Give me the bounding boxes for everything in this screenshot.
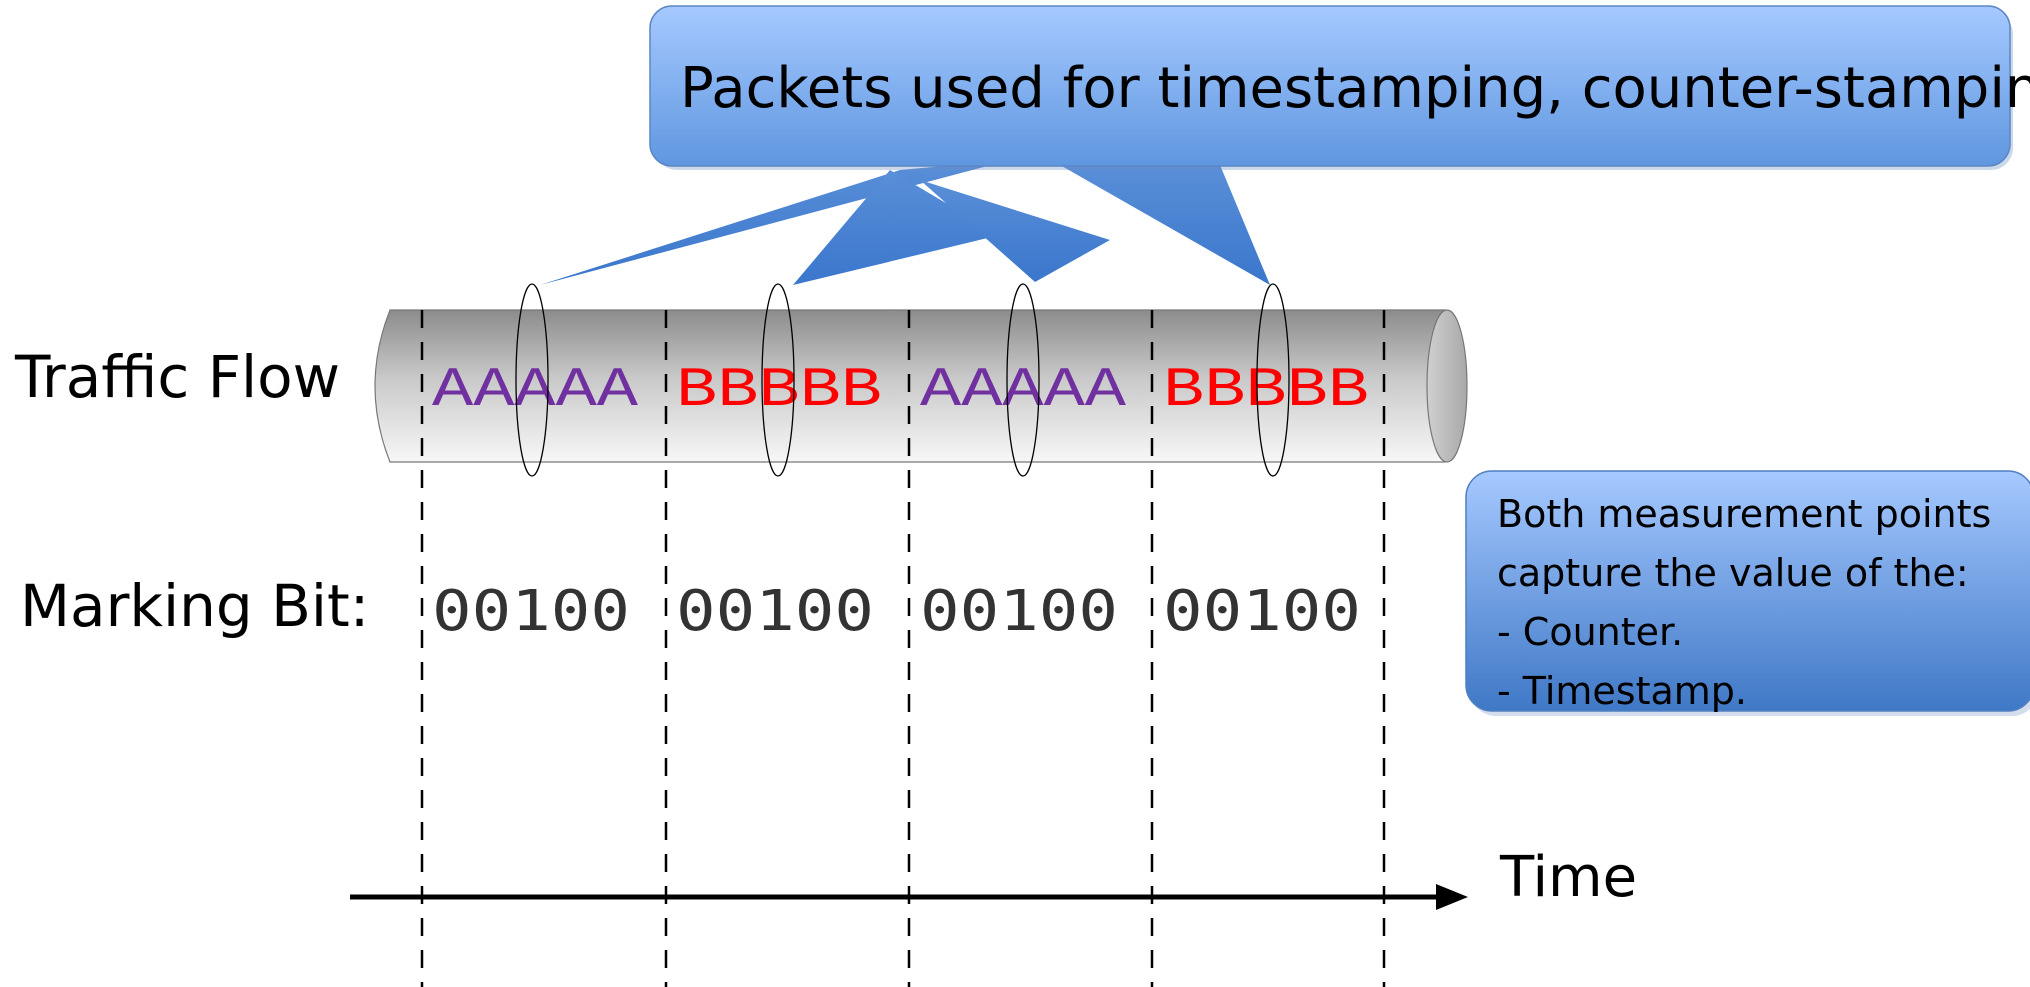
marking-bit-label: Marking Bit: xyxy=(20,572,370,640)
marking-bit-blocks: 00100 00100 00100 00100 xyxy=(432,579,1361,644)
sampled-packet-ring xyxy=(1006,283,1040,477)
sampled-packet-rings xyxy=(515,283,1290,477)
callout-side-box xyxy=(1465,470,2030,712)
packet-block-text: AAAAA xyxy=(920,358,1126,422)
marking-bit-block-text: 00100 xyxy=(1163,579,1361,644)
period-dividers xyxy=(420,310,1386,987)
packet-block-text: BBBBB xyxy=(1163,358,1369,422)
callout-side-line: Both measurement points xyxy=(1497,492,1992,536)
sampled-packet-ring xyxy=(515,283,549,477)
sampled-packet-ring xyxy=(1256,283,1290,477)
packet-block-text: AAAAA xyxy=(432,358,638,422)
pointer-3 xyxy=(920,180,1110,282)
packet-block-text: BBBBB xyxy=(676,358,882,422)
marking-bit-block-text: 00100 xyxy=(432,579,630,644)
marking-bit-block-text: 00100 xyxy=(676,579,874,644)
sampled-packet-ring xyxy=(761,283,795,477)
pointer-2 xyxy=(793,170,1000,285)
callout-side-line: capture the value of the: xyxy=(1497,551,1969,595)
pipe-end-cap xyxy=(1426,309,1468,463)
traffic-flow-label: Traffic Flow xyxy=(15,343,341,411)
callout-top-text: Packets used for timestamping, counter-s… xyxy=(680,56,2030,121)
callout-top-box xyxy=(649,5,2011,167)
callout-pointers xyxy=(540,160,1270,285)
callout-side-text: Both measurement points capture the valu… xyxy=(1497,485,1991,721)
callout-side-line: - Timestamp. xyxy=(1497,669,1747,713)
pointer-4 xyxy=(1060,165,1270,285)
packet-blocks: AAAAA BBBBB AAAAA BBBBB xyxy=(432,358,1369,422)
time-arrow xyxy=(350,884,1468,910)
time-axis-label: Time xyxy=(1500,845,1638,910)
callout-side-line: - Counter. xyxy=(1497,610,1684,654)
marking-bit-block-text: 00100 xyxy=(920,579,1118,644)
